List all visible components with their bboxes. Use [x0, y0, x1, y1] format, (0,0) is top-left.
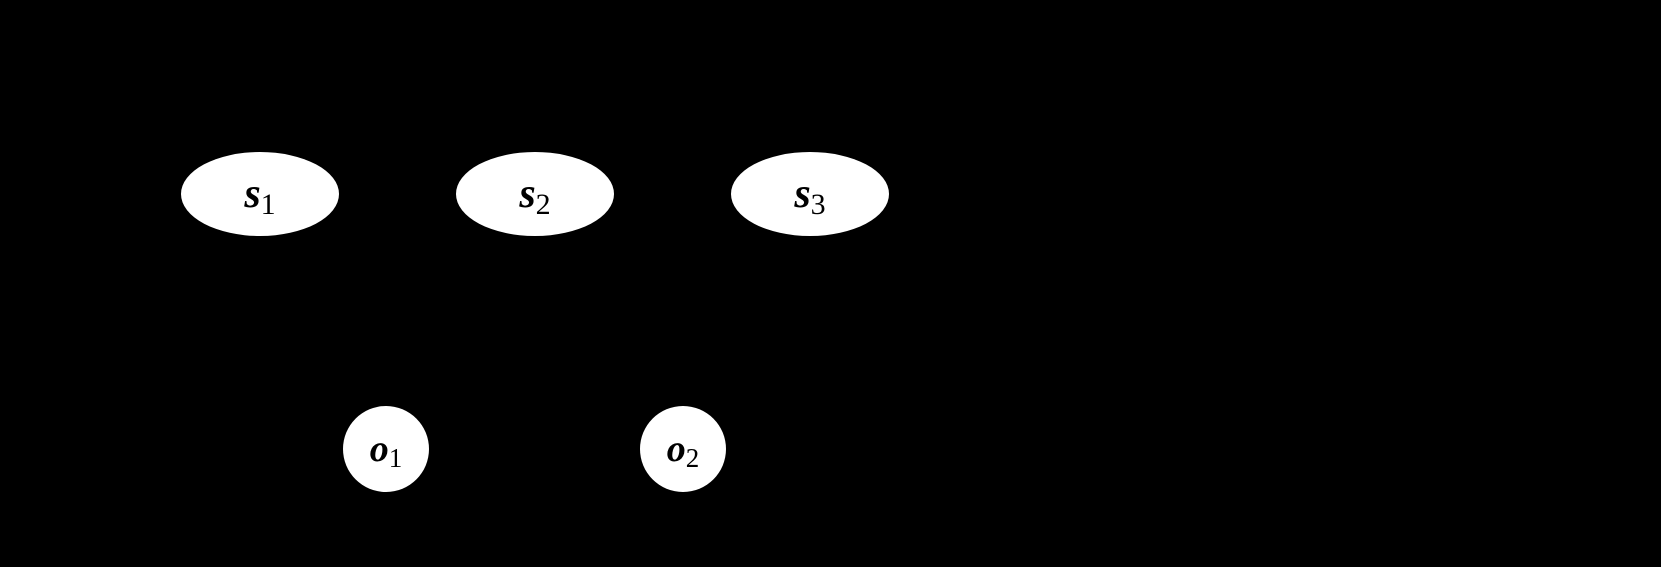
node-o1[interactable]: o1 — [343, 406, 429, 492]
node-o2-base: o — [667, 428, 686, 470]
node-s2-ellipse[interactable] — [456, 152, 614, 236]
node-o2[interactable]: o2 — [640, 406, 726, 492]
node-s2-label: s2 — [518, 171, 550, 221]
node-s2-subscript: 2 — [536, 188, 551, 221]
node-o1-label: o1 — [370, 428, 403, 473]
node-o1-subscript: 1 — [389, 443, 403, 473]
node-o1-circle[interactable] — [343, 406, 429, 492]
node-s2-base: s — [518, 171, 535, 217]
node-s1[interactable]: s1 — [181, 152, 339, 236]
node-s3-base: s — [793, 171, 810, 217]
node-s1-ellipse[interactable] — [181, 152, 339, 236]
node-o2-label: o2 — [667, 428, 700, 473]
node-o2-subscript: 2 — [686, 443, 700, 473]
node-o2-circle[interactable] — [640, 406, 726, 492]
node-o1-base: o — [370, 428, 389, 470]
node-s3[interactable]: s3 — [731, 152, 889, 236]
node-s3-subscript: 3 — [811, 188, 826, 221]
node-s3-label: s3 — [793, 171, 825, 221]
node-s1-label: s1 — [243, 171, 275, 221]
node-s2[interactable]: s2 — [456, 152, 614, 236]
node-s1-base: s — [243, 171, 260, 217]
node-s1-subscript: 1 — [261, 188, 276, 221]
node-s3-ellipse[interactable] — [731, 152, 889, 236]
